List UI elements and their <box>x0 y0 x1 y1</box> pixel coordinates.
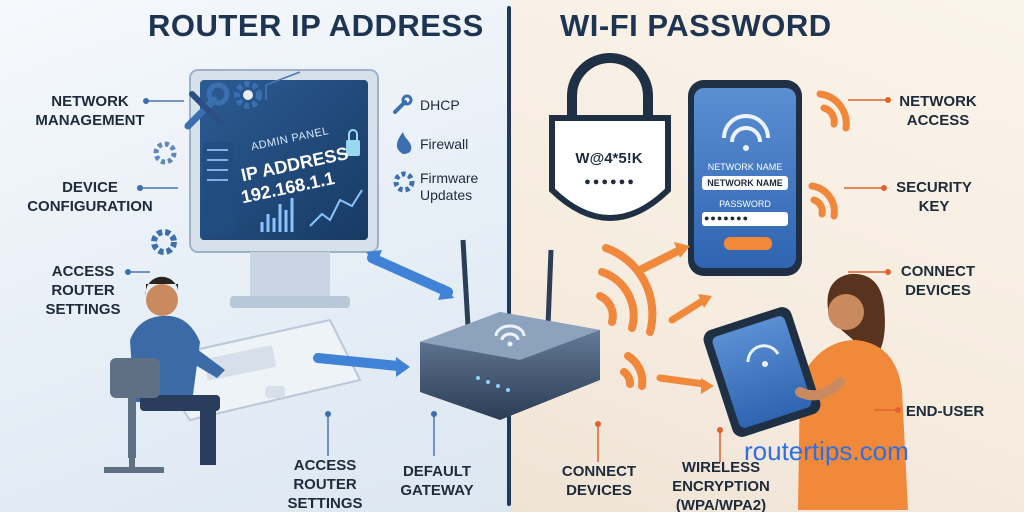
network-access-label: NETWORK ACCESS <box>899 93 977 129</box>
wifi-icon <box>808 90 850 220</box>
password-label: PASSWORD <box>719 199 771 209</box>
device-configuration-label: DEVICE CONFIGURATION <box>27 179 153 215</box>
gear-icon <box>393 171 415 193</box>
firewall-label: Firewall <box>420 136 469 152</box>
bottom-access-router-settings-label: ACCESS ROUTER SETTINGS <box>287 457 363 512</box>
default-gateway-label: DEFAULT GATEWAY <box>400 463 474 499</box>
gear-icon <box>234 81 262 109</box>
firmware-updates-label: Firmware Updates <box>420 170 479 203</box>
access-router-settings-label: ACCESS ROUTER SETTINGS <box>45 263 121 318</box>
end-user-figure <box>798 273 908 510</box>
security-key-label: SECURITY KEY <box>896 179 972 215</box>
panel-divider <box>507 6 511 506</box>
admin-user-figure <box>104 276 225 473</box>
wrench-icon <box>393 94 413 114</box>
monitor-icon <box>189 69 379 308</box>
tablet-icon <box>703 307 821 437</box>
phone-icon <box>688 80 802 276</box>
gear-icon <box>151 229 177 255</box>
lock-icon <box>549 53 671 221</box>
wifi-icon <box>596 244 657 390</box>
connect-devices-label: CONNECT DEVICES <box>900 263 976 299</box>
bottom-connect-devices-label: CONNECT DEVICES <box>561 463 637 499</box>
gear-icon <box>153 141 177 165</box>
wrench-icon <box>184 82 230 130</box>
network-management-label: NETWORK MANAGEMENT <box>35 93 145 129</box>
network-name-label: NETWORK NAME <box>707 162 783 172</box>
wireless-encryption-label: WIRELESS ENCRYPTION (WPA/WPA2) <box>672 459 770 512</box>
site-watermark[interactable]: routertips.com <box>744 436 909 466</box>
dhcp-label: DHCP <box>420 97 460 113</box>
password-dots: ●●●●●● <box>584 176 636 188</box>
end-user-label: END-USER <box>905 403 985 420</box>
router-icon <box>420 239 600 420</box>
router-ip-heading: ROUTER IP ADDRESS <box>148 8 484 43</box>
password-sample: W@4*5!K <box>575 150 643 167</box>
flame-icon <box>396 132 412 154</box>
network-name-field[interactable]: NETWORK NAME <box>707 178 783 188</box>
wifi-password-heading: WI-FI PASSWORD <box>560 8 832 43</box>
password-field[interactable]: ●●●●●●● <box>704 213 750 223</box>
